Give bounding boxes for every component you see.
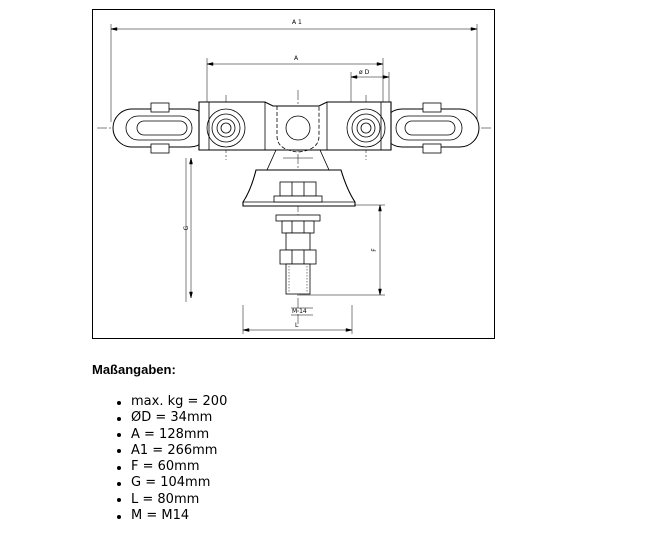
central-body (198, 101, 392, 171)
dim-label-l: L (295, 322, 299, 329)
spec-item-m: M = M14 (117, 508, 227, 524)
dim-label-a1: A 1 (292, 19, 302, 26)
extension-lines (110, 24, 478, 334)
spec-list: max. kg = 200 ØD = 34mm A = 128mm A1 = 2… (117, 394, 227, 524)
spec-item-g: G = 104mm (117, 475, 227, 491)
dimension-lines (110, 27, 478, 332)
spec-item-max-kg: max. kg = 200 (117, 394, 227, 410)
spec-item-diameter: ØD = 34mm (117, 410, 227, 426)
spec-item-a: A = 128mm (117, 427, 227, 443)
spec-item-f: F = 60mm (117, 459, 227, 475)
dim-label-m: M 14 (292, 308, 307, 315)
trolley-drawing-svg: A 1 A ø D G F M 14 L (97, 19, 492, 334)
right-eye-link (382, 102, 480, 154)
dim-label-a: A (294, 55, 299, 62)
dim-label-f: F (371, 248, 378, 252)
spec-item-l: L = 80mm (117, 492, 227, 508)
specs-heading: Maßangaben: (92, 362, 176, 377)
dim-label-g: G (183, 225, 190, 230)
left-eye-link (112, 102, 210, 154)
dim-label-d: ø D (359, 69, 370, 76)
spec-item-a1: A1 = 266mm (117, 443, 227, 459)
technical-drawing: A 1 A ø D G F M 14 L (92, 9, 495, 339)
bolt-assembly (273, 181, 323, 295)
